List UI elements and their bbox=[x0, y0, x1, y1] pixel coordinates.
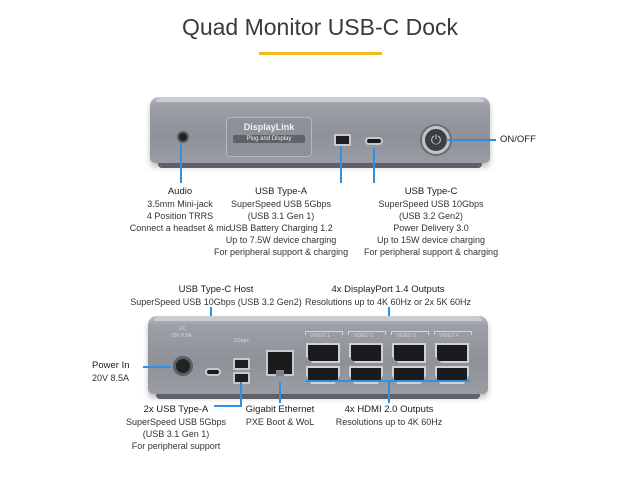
onoff-label: ON/OFF bbox=[500, 134, 536, 145]
hdmi-2 bbox=[349, 366, 383, 384]
video-2-label: VIDEO 2 bbox=[353, 333, 373, 339]
video-4-label: VIDEO 4 bbox=[439, 333, 459, 339]
dock-front: DisplayLink Plug and Display ⏻ bbox=[150, 97, 490, 168]
displayport-4 bbox=[435, 343, 469, 363]
hdmi-callout: 4x HDMI 2.0 Outputs Resolutions up to 4K… bbox=[335, 404, 443, 427]
dp-callout: 4x DisplayPort 1.4 Outputs Resolutions u… bbox=[304, 284, 472, 307]
host-callout: USB Type-C Host SuperSpeed USB 10Gbps (U… bbox=[130, 284, 302, 307]
hdmi-4 bbox=[435, 366, 469, 384]
dc-power-port bbox=[173, 356, 193, 376]
video-3-label: VIDEO 3 bbox=[396, 333, 416, 339]
onoff-pointer bbox=[446, 139, 496, 141]
usbc-callout: USB Type-C SuperSpeed USB 10Gbps (USB 3.… bbox=[364, 186, 499, 257]
video-bracket-1 bbox=[305, 331, 343, 335]
video-bracket-2 bbox=[348, 331, 386, 335]
hdmi-3 bbox=[392, 366, 426, 384]
audio-jack-port bbox=[177, 131, 189, 143]
eth-pointer bbox=[279, 382, 281, 403]
video-1-label: VIDEO 1 bbox=[310, 333, 330, 339]
title-underline bbox=[259, 52, 382, 55]
hdmi-pointer bbox=[388, 381, 390, 403]
dp-pointer bbox=[388, 307, 390, 321]
front-usb-a-port bbox=[334, 134, 351, 146]
usba2-callout: 2x USB Type-A SuperSpeed USB 5Gbps (USB … bbox=[125, 404, 227, 451]
displaylink-brand: DisplayLink bbox=[243, 122, 295, 132]
dock-rear: DC 20V 8.5A 5Gbps VIDEO 1 VIDEO 2 VIDEO … bbox=[148, 316, 488, 399]
dc-port-label: DC bbox=[179, 326, 187, 332]
dock-rear-top bbox=[154, 316, 482, 321]
ethernet-port bbox=[266, 350, 294, 376]
dock-front-top bbox=[156, 97, 484, 102]
power-callout: Power In 20V 8.5A bbox=[92, 360, 130, 383]
usba2-pointer-v bbox=[240, 382, 242, 406]
plug-and-display: Plug and Display bbox=[233, 135, 305, 143]
dc-spec-label: 20V 8.5A bbox=[171, 333, 192, 339]
power-pointer bbox=[143, 366, 171, 368]
usba-pointer bbox=[340, 146, 342, 183]
dock-front-base bbox=[158, 163, 482, 168]
usba-callout: USB Type-A SuperSpeed USB 5Gbps (USB 3.1… bbox=[214, 186, 349, 257]
audio-pointer bbox=[180, 143, 182, 183]
displayport-3 bbox=[392, 343, 426, 363]
front-usb-c-port bbox=[365, 137, 383, 145]
rear-usb-a-port-1 bbox=[233, 358, 250, 370]
page-title: Quad Monitor USB-C Dock bbox=[181, 14, 459, 40]
usba-port-label: 5Gbps bbox=[234, 338, 249, 344]
video-bracket-3 bbox=[391, 331, 429, 335]
video-bracket-4 bbox=[434, 331, 472, 335]
hdmi-1 bbox=[306, 366, 340, 384]
eth-callout: Gigabit Ethernet PXE Boot & WoL bbox=[245, 404, 315, 427]
displayport-2 bbox=[349, 343, 383, 363]
displaylink-logo: DisplayLink Plug and Display bbox=[226, 117, 312, 157]
usba2-pointer-h bbox=[214, 405, 242, 407]
displayport-1 bbox=[306, 343, 340, 363]
usbc-pointer bbox=[373, 148, 375, 183]
dock-rear-base bbox=[156, 394, 480, 399]
audio-callout: Audio 3.5mm Mini-jack 4 Position TRRS Co… bbox=[129, 186, 231, 233]
host-usb-c-port bbox=[205, 368, 221, 376]
power-button-icon: ⏻ bbox=[422, 126, 450, 154]
